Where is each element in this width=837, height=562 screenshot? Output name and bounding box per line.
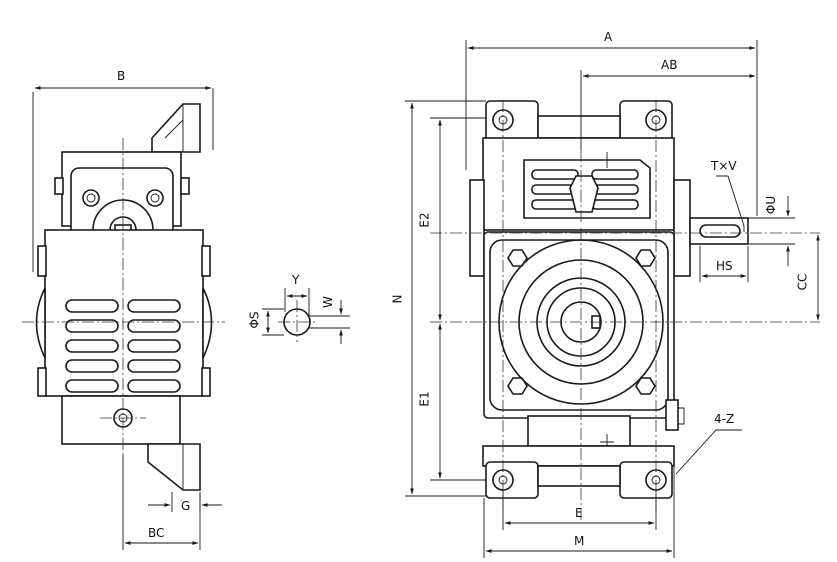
label-cc: CC — [795, 273, 810, 291]
label-e1: E1 — [417, 391, 432, 407]
side-fins — [65, 299, 181, 393]
label-4z: 4-Z — [714, 412, 735, 426]
side-view — [22, 86, 225, 550]
label-b: B — [117, 69, 126, 83]
label-txv: T×V — [711, 159, 737, 173]
label-n: N — [390, 294, 405, 304]
label-bc: BC — [148, 526, 165, 540]
label-w: W — [320, 296, 335, 308]
label-phi-s: ΦS — [247, 311, 262, 329]
label-m: M — [574, 534, 585, 548]
label-ab: AB — [661, 58, 678, 72]
label-hs: HS — [716, 259, 733, 273]
label-g: G — [181, 499, 191, 513]
label-e: E — [575, 506, 583, 520]
label-a: A — [604, 30, 613, 44]
front-view — [405, 40, 820, 558]
shaft-detail — [262, 288, 350, 344]
label-y: Y — [292, 273, 300, 287]
label-phi-u: ΦU — [764, 195, 779, 215]
label-e2: E2 — [417, 212, 432, 228]
